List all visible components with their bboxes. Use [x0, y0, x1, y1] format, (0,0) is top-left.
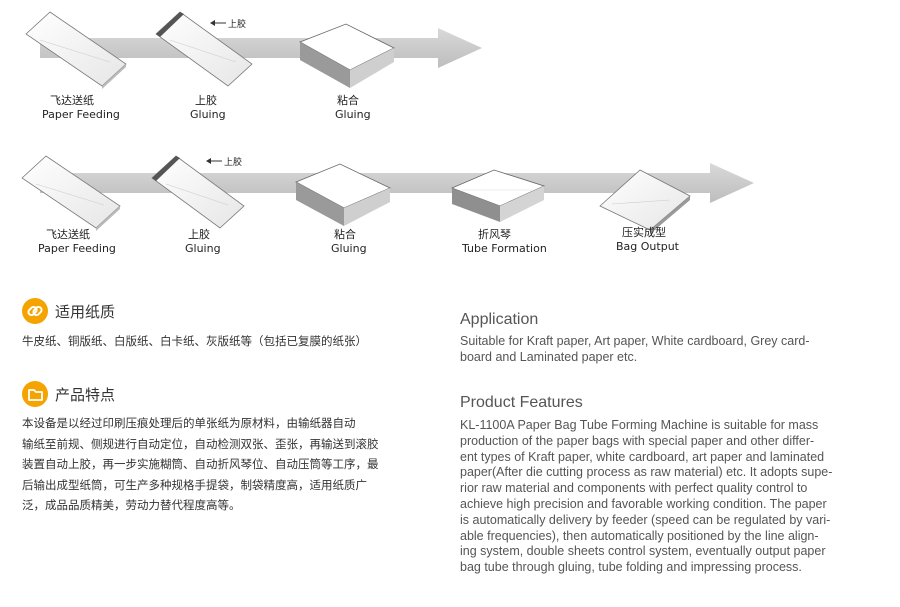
product-features-body: KL-1100A Paper Bag Tube Forming Machine …	[460, 418, 832, 576]
features-section-title: 产品特点	[55, 386, 116, 404]
link-icon	[22, 298, 48, 324]
row1-step2-zh: 上胶	[195, 93, 217, 107]
glued-bag-icon	[295, 163, 391, 226]
product-features-line: is automatically delivery by feeder (spe…	[460, 512, 831, 527]
row2-step1-zh: 飞达送纸	[46, 227, 90, 241]
product-features-title: Product Features	[460, 394, 583, 411]
folder-icon	[22, 381, 48, 407]
glue-marker-row1: 上胶	[210, 18, 246, 30]
bag-output-icon	[599, 169, 691, 234]
row2-step3-zh: 粘合	[334, 227, 356, 241]
row2-step4-en: Tube Formation	[461, 242, 547, 255]
process-diagram: 上胶 飞达送纸 Paper Feeding 上胶 Gluing 粘合 Gluin…	[21, 11, 754, 255]
glue-marker-label: 上胶	[228, 18, 246, 30]
application-body: Suitable for Kraft paper, Art paper, Whi…	[460, 334, 809, 366]
features-section-body: 本设备是以经过印刷压痕处理后的单张纸为原材料，由输纸器自动 输纸至前规、侧规进行…	[22, 413, 379, 516]
product-features-line: achieve high precision and favorable wor…	[460, 496, 827, 511]
application-title: Application	[460, 311, 539, 328]
row1-step3-zh: 粘合	[337, 93, 359, 107]
gluing-sheet-icon	[155, 11, 253, 87]
tube-formation-icon	[450, 169, 546, 222]
features-line: 泛，成品品质精美，劳动力替代程度高等。	[22, 498, 241, 512]
paper-section-body: 牛皮纸、铜版纸、白版纸、白卡纸、灰版纸等（包括已复膜的纸张）	[22, 334, 367, 348]
product-features-line: production of the paper bags with specia…	[460, 433, 815, 448]
features-line: 本设备是以经过印刷压痕处理后的单张纸为原材料，由输纸器自动	[22, 416, 356, 430]
row1-step2-en: Gluing	[190, 108, 226, 121]
row1-step1-en: Paper Feeding	[42, 108, 120, 121]
paper-section-title: 适用纸质	[55, 303, 116, 321]
application-line: Suitable for Kraft paper, Art paper, Whi…	[460, 334, 810, 348]
paper-feeding-sheet-icon	[25, 11, 127, 89]
paper-feeding-sheet-icon	[21, 155, 121, 231]
product-features-line: bag tube through gluing, tube folding an…	[460, 560, 802, 575]
row2-step5-zh: 压实成型	[622, 225, 666, 239]
product-features-line: ent types of Kraft paper, white cardboar…	[460, 449, 825, 464]
product-features-line: rior raw material and components with pe…	[460, 481, 808, 496]
product-features-line: KL-1100A Paper Bag Tube Forming Machine …	[460, 418, 819, 432]
row2-step5-en: Bag Output	[616, 240, 680, 253]
row1-step1-zh: 飞达送纸	[50, 93, 94, 107]
features-line: 后输出成型纸筒，可生产多种规格手提袋，制袋精度高，适用纸质广	[22, 477, 367, 492]
row2-step2-zh: 上胶	[188, 227, 210, 241]
gluing-sheet-icon	[151, 155, 245, 229]
product-features-line: able frequencies), then automatically po…	[460, 528, 819, 543]
glue-marker-label: 上胶	[224, 156, 242, 168]
row2-step4-zh: 折风琴	[478, 227, 511, 241]
row2-step2-en: Gluing	[185, 242, 221, 255]
application-line: board and Laminated paper etc.	[460, 349, 638, 364]
glue-marker-row2: 上胶	[206, 156, 242, 168]
features-line: 输纸至前规、侧规进行自动定位，自动检测双张、歪张，再输送到滚胶	[22, 436, 379, 451]
product-features-line: ing system, double sheets control system…	[460, 544, 826, 559]
product-features-line: paper(After die cutting process as raw m…	[460, 465, 833, 480]
glued-bag-icon	[299, 23, 395, 88]
features-line: 装置自动上胶，再一步实施糊筒、自动折风琴位、自动压筒等工序，最	[22, 457, 379, 471]
row1-step3-en: Gluing	[335, 108, 371, 121]
row2-step3-en: Gluing	[331, 242, 367, 255]
row2-step1-en: Paper Feeding	[38, 242, 116, 255]
